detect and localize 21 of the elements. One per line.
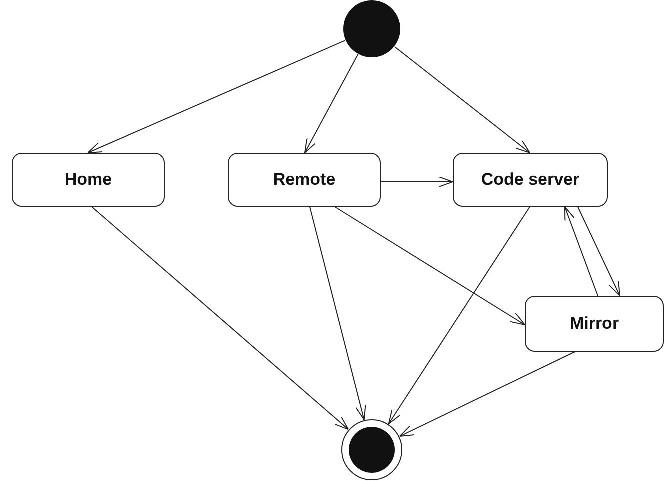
state-box	[228, 153, 381, 207]
transition-arrow	[304, 54, 359, 154]
transition-arrow	[88, 40, 346, 154]
transition-arrow	[310, 206, 366, 420]
transition-arrow	[334, 206, 526, 326]
transition-arrow	[578, 206, 620, 296]
state-label: Code server	[481, 170, 580, 190]
state-box	[12, 153, 165, 207]
initial-state-circle	[343, 0, 401, 58]
transition-arrow	[380, 176, 454, 188]
state-label: Mirror	[570, 314, 620, 334]
state-box	[453, 153, 608, 207]
transition-arrow	[399, 352, 576, 438]
state-label: Remote	[273, 170, 336, 190]
transition-arrow	[388, 206, 530, 424]
transition-arrow	[394, 46, 530, 154]
final-state-circle	[341, 419, 403, 481]
transition-arrow	[92, 206, 350, 430]
state-box	[525, 296, 664, 352]
state-label: Home	[64, 170, 112, 190]
transition-arrow	[564, 206, 598, 296]
